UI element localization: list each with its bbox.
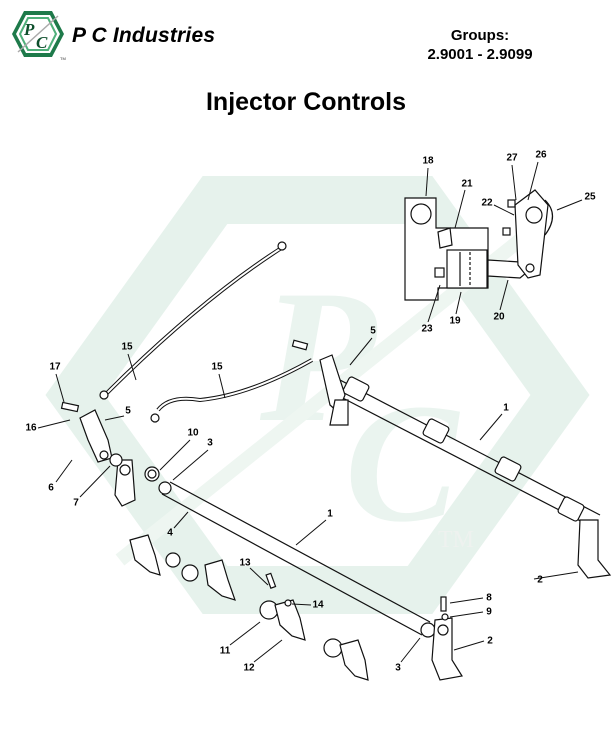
callout-11: 11 bbox=[219, 645, 231, 657]
callout-22: 22 bbox=[481, 197, 493, 209]
watermark-c: C bbox=[345, 369, 460, 557]
callout-5-right: 5 bbox=[370, 325, 376, 337]
svg-text:C: C bbox=[36, 33, 48, 52]
callout-19: 19 bbox=[449, 315, 461, 327]
callout-16: 16 bbox=[25, 422, 37, 434]
callout-25: 25 bbox=[584, 191, 596, 203]
callout-18: 18 bbox=[422, 155, 434, 167]
groups-label: Groups: bbox=[450, 27, 510, 44]
callout-2-lower: 2 bbox=[487, 635, 493, 647]
callout-15-upper: 15 bbox=[121, 341, 133, 353]
callout-26: 26 bbox=[535, 149, 547, 161]
callout-3-lower: 3 bbox=[395, 662, 401, 674]
callout-10: 10 bbox=[187, 427, 199, 439]
callout-5-left: 5 bbox=[125, 405, 131, 417]
callout-20: 20 bbox=[493, 311, 505, 323]
callout-12: 12 bbox=[243, 662, 255, 674]
inset-detail bbox=[404, 189, 554, 301]
callout-15-lower: 15 bbox=[211, 361, 223, 373]
pc-logo-icon: P C TM bbox=[12, 11, 66, 60]
page-title: Injector Controls bbox=[205, 88, 406, 116]
brand-name: P C Industries bbox=[72, 24, 216, 47]
callout-21: 21 bbox=[461, 178, 473, 190]
callout-1-lower: 1 bbox=[327, 508, 333, 520]
callout-17: 17 bbox=[49, 361, 61, 373]
callout-4: 4 bbox=[167, 527, 173, 539]
callout-13: 13 bbox=[239, 557, 251, 569]
callout-7: 7 bbox=[73, 497, 79, 509]
callout-2-upper: 2 bbox=[537, 574, 543, 586]
groups-range: 2.9001 - 2.9099 bbox=[427, 46, 533, 63]
callout-23: 23 bbox=[421, 323, 433, 335]
svg-text:P: P bbox=[23, 20, 35, 39]
callout-1-upper: 1 bbox=[503, 402, 509, 414]
groups-block: Groups: 2.9001 - 2.9099 bbox=[400, 26, 560, 64]
callout-27: 27 bbox=[506, 152, 518, 164]
callout-14: 14 bbox=[312, 599, 324, 611]
callout-3-upper: 3 bbox=[207, 437, 213, 449]
callout-6: 6 bbox=[48, 482, 54, 494]
callout-8: 8 bbox=[486, 592, 492, 604]
callout-9: 9 bbox=[486, 606, 492, 618]
svg-text:TM: TM bbox=[60, 56, 66, 60]
watermark-tm: TM bbox=[438, 527, 474, 553]
